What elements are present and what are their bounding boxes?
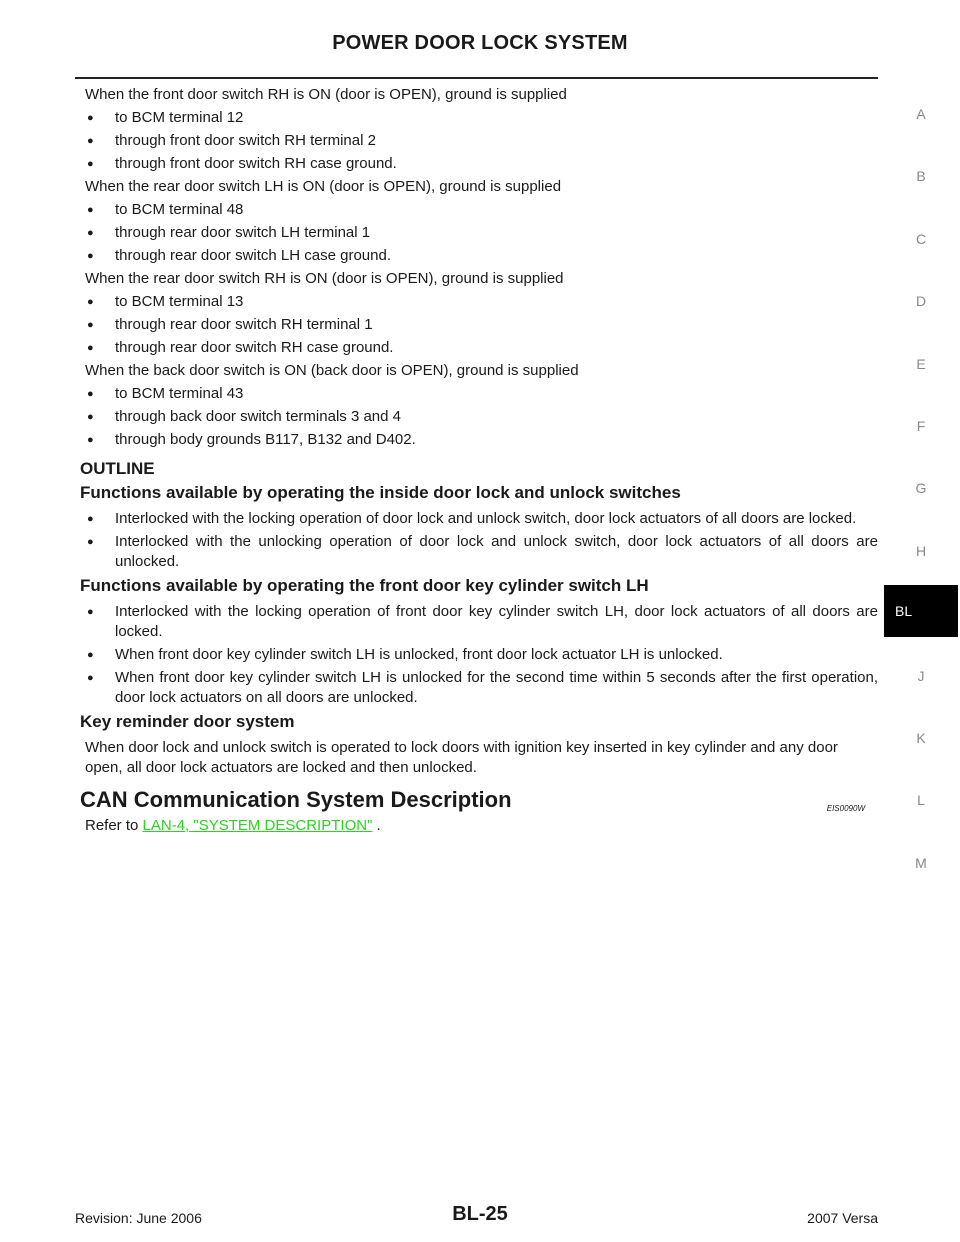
footer-revision: Revision: June 2006	[75, 1210, 202, 1226]
page-title: POWER DOOR LOCK SYSTEM	[332, 32, 628, 54]
bullet-item: through rear door switch RH case ground.	[85, 338, 878, 358]
bullet-item: to BCM terminal 43	[85, 384, 878, 404]
index-active-tab[interactable]: BL	[884, 585, 958, 637]
index-letter[interactable]: E	[916, 355, 926, 372]
bullet-item: to BCM terminal 12	[85, 108, 878, 128]
paragraph: When the front door switch RH is ON (doo…	[85, 86, 567, 103]
paragraph: When door lock and unlock switch is oper…	[85, 739, 838, 776]
page-content: When the front door switch RH is ON (doo…	[80, 85, 878, 839]
index-letter[interactable]: A	[916, 106, 926, 122]
index-letter[interactable]: B	[916, 168, 926, 185]
index-letter[interactable]: J	[917, 667, 925, 684]
bullet-list: to BCM terminal 12 through front door sw…	[85, 108, 878, 174]
subheading-key-cylinder: Functions available by operating the fro…	[80, 576, 649, 595]
bullet-item: through rear door switch RH terminal 1	[85, 315, 878, 335]
index-letter[interactable]: K	[916, 729, 926, 746]
bullet-list: Interlocked with the locking operation o…	[85, 509, 878, 572]
section-heading-can: CAN Communication System Description EIS…	[80, 787, 878, 814]
bullet-item: through front door switch RH terminal 2	[85, 131, 878, 151]
bullet-list: Interlocked with the locking operation o…	[85, 602, 878, 708]
footer-page-number: BL-25	[452, 1203, 508, 1225]
paragraph: When the back door switch is ON (back do…	[85, 362, 579, 379]
bullet-list: to BCM terminal 13 through rear door swi…	[85, 292, 878, 358]
section-heading-can-text: CAN Communication System Description	[80, 787, 512, 812]
reference-suffix: .	[372, 817, 381, 834]
index-letter[interactable]: L	[917, 792, 925, 809]
bullet-item: to BCM terminal 48	[85, 200, 878, 220]
bullet-item: through body grounds B117, B132 and D402…	[85, 430, 878, 450]
index-letter[interactable]: G	[915, 480, 927, 497]
subheading-inside-switches: Functions available by operating the ins…	[80, 483, 681, 502]
section-index: A B C D E F G H J K L M BL	[884, 103, 958, 914]
index-letter[interactable]: H	[915, 542, 927, 559]
bullet-item: Interlocked with the locking operation o…	[85, 602, 878, 642]
reference-prefix: Refer to	[85, 817, 143, 834]
title-divider	[75, 77, 878, 79]
subheading-key-reminder: Key reminder door system	[80, 712, 295, 731]
bullet-list: to BCM terminal 48 through rear door swi…	[85, 200, 878, 266]
paragraph: When the rear door switch LH is ON (door…	[85, 178, 562, 195]
section-heading-outline: OUTLINE	[80, 459, 155, 478]
bullet-item: through front door switch RH case ground…	[85, 154, 878, 174]
section-code: EIS0090W	[826, 804, 865, 813]
reference-paragraph: Refer to LAN-4, "SYSTEM DESCRIPTION" .	[85, 816, 878, 836]
bullet-item: Interlocked with the locking operation o…	[85, 509, 878, 529]
bullet-list: to BCM terminal 43 through back door swi…	[85, 384, 878, 450]
index-letter[interactable]: M	[915, 854, 927, 871]
bullet-item: When front door key cylinder switch LH i…	[85, 645, 878, 665]
bullet-item: through rear door switch LH terminal 1	[85, 223, 878, 243]
reference-link[interactable]: LAN-4, "SYSTEM DESCRIPTION"	[142, 817, 373, 834]
bullet-item: through back door switch terminals 3 and…	[85, 407, 878, 427]
bullet-item: through rear door switch LH case ground.	[85, 246, 878, 266]
bullet-item: to BCM terminal 13	[85, 292, 878, 312]
index-letter[interactable]: F	[916, 417, 926, 434]
footer-model: 2007 Versa	[807, 1210, 878, 1226]
index-letter[interactable]: C	[915, 230, 927, 247]
index-letter[interactable]: D	[915, 293, 927, 310]
paragraph: When the rear door switch RH is ON (door…	[85, 270, 564, 287]
bullet-item: Interlocked with the unlocking operation…	[85, 532, 878, 572]
bullet-item: When front door key cylinder switch LH i…	[85, 668, 878, 708]
